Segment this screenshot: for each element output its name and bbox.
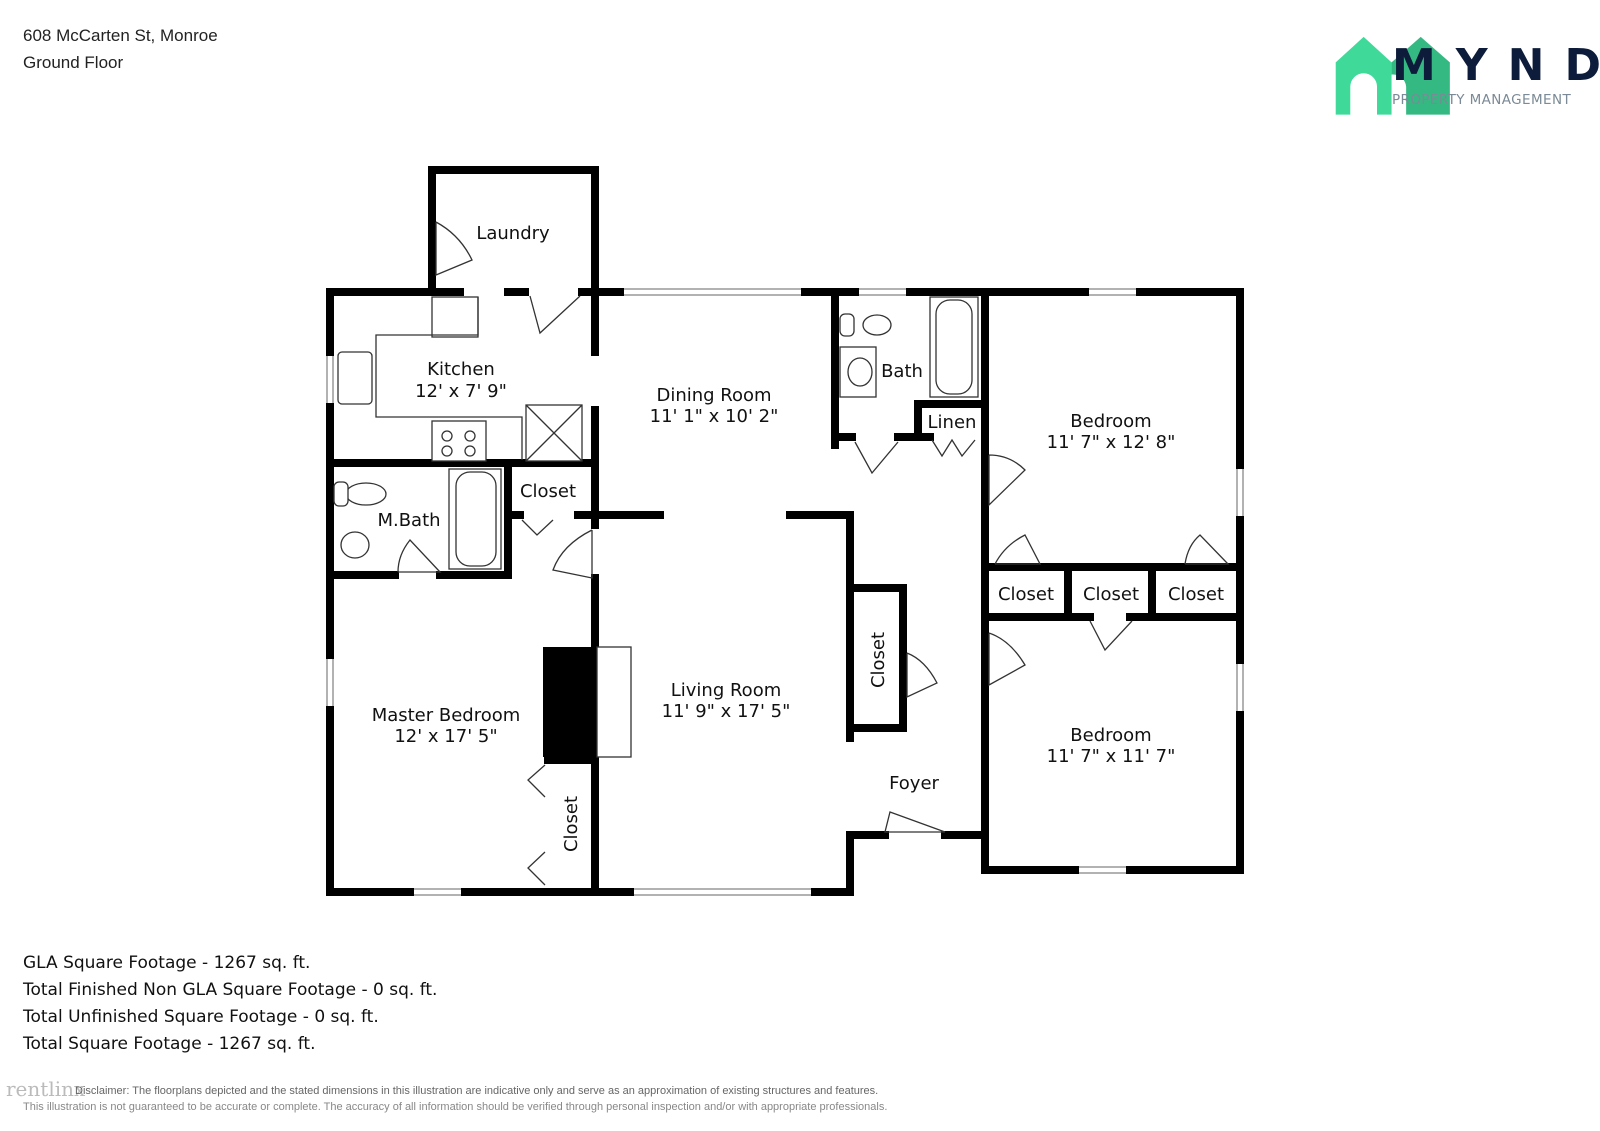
stat-non-gla: Total Finished Non GLA Square Footage - … — [23, 980, 438, 1000]
fireplace-icon — [543, 647, 595, 757]
logo-brand: MYND — [1392, 40, 1600, 91]
logo-tagline: PROPERTY MANAGEMENT — [1392, 92, 1572, 108]
room-mbath: M.Bath — [377, 510, 440, 531]
sink-icon — [340, 531, 370, 559]
toilet-icon — [862, 314, 892, 336]
room-closet-master: Closet — [561, 796, 582, 852]
room-dining: Dining Room — [656, 385, 771, 406]
room-bath: Bath — [881, 361, 923, 382]
room-laundry: Laundry — [476, 223, 550, 244]
room-linen: Linen — [928, 412, 977, 433]
room-closet-a: Closet — [998, 584, 1054, 605]
room-kitchen: Kitchen — [427, 359, 495, 380]
room-bedroom-2-dims: 11' 7" x 11' 7" — [1047, 746, 1176, 767]
room-master-dims: 12' x 17' 5" — [394, 726, 497, 747]
floor-label: Ground Floor — [23, 53, 124, 72]
room-closet-mbath: Closet — [520, 481, 576, 502]
room-labels: Laundry Kitchen 12' x 7' 9" Dining Room … — [372, 223, 1224, 852]
fixtures — [333, 296, 979, 758]
mynd-logo-icon — [1335, 36, 1450, 115]
disclaimer-line-2: This illustration is not guaranteed to b… — [23, 1101, 888, 1113]
room-kitchen-dims: 12' x 7' 9" — [415, 381, 507, 402]
disclaimer-line-1: Disclaimer: The floorplans depicted and … — [75, 1085, 879, 1097]
sink-icon — [847, 357, 873, 387]
doors — [397, 221, 1230, 886]
stat-gla: GLA Square Footage - 1267 sq. ft. — [23, 953, 311, 973]
room-foyer: Foyer — [889, 773, 939, 794]
bathtub-icon — [935, 299, 973, 395]
room-bedroom-1-dims: 11' 7" x 12' 8" — [1047, 432, 1176, 453]
room-living: Living Room — [671, 680, 782, 701]
room-living-dims: 11' 9" x 17' 5" — [662, 701, 791, 722]
toilet-icon — [345, 482, 387, 506]
room-dining-dims: 11' 1" x 10' 2" — [650, 406, 779, 427]
square-footage-stats: GLA Square Footage - 1267 sq. ft. Total … — [23, 950, 437, 1058]
watermark: rentlinx — [6, 1077, 86, 1101]
room-bedroom-2: Bedroom — [1070, 725, 1151, 746]
stat-unfinished: Total Unfinished Square Footage - 0 sq. … — [23, 1007, 379, 1027]
room-bedroom-1: Bedroom — [1070, 411, 1151, 432]
room-closet-c: Closet — [1168, 584, 1224, 605]
walls — [326, 166, 1244, 896]
room-master: Master Bedroom — [372, 705, 521, 726]
room-closet-b: Closet — [1083, 584, 1139, 605]
stove-icon — [431, 420, 487, 462]
kitchen-sink-icon — [337, 351, 373, 405]
room-closet-hall: Closet — [868, 632, 889, 688]
bathtub-icon — [455, 471, 497, 567]
stat-total: Total Square Footage - 1267 sq. ft. — [23, 1034, 316, 1054]
property-address: 608 McCarten St, Monroe — [23, 26, 218, 45]
